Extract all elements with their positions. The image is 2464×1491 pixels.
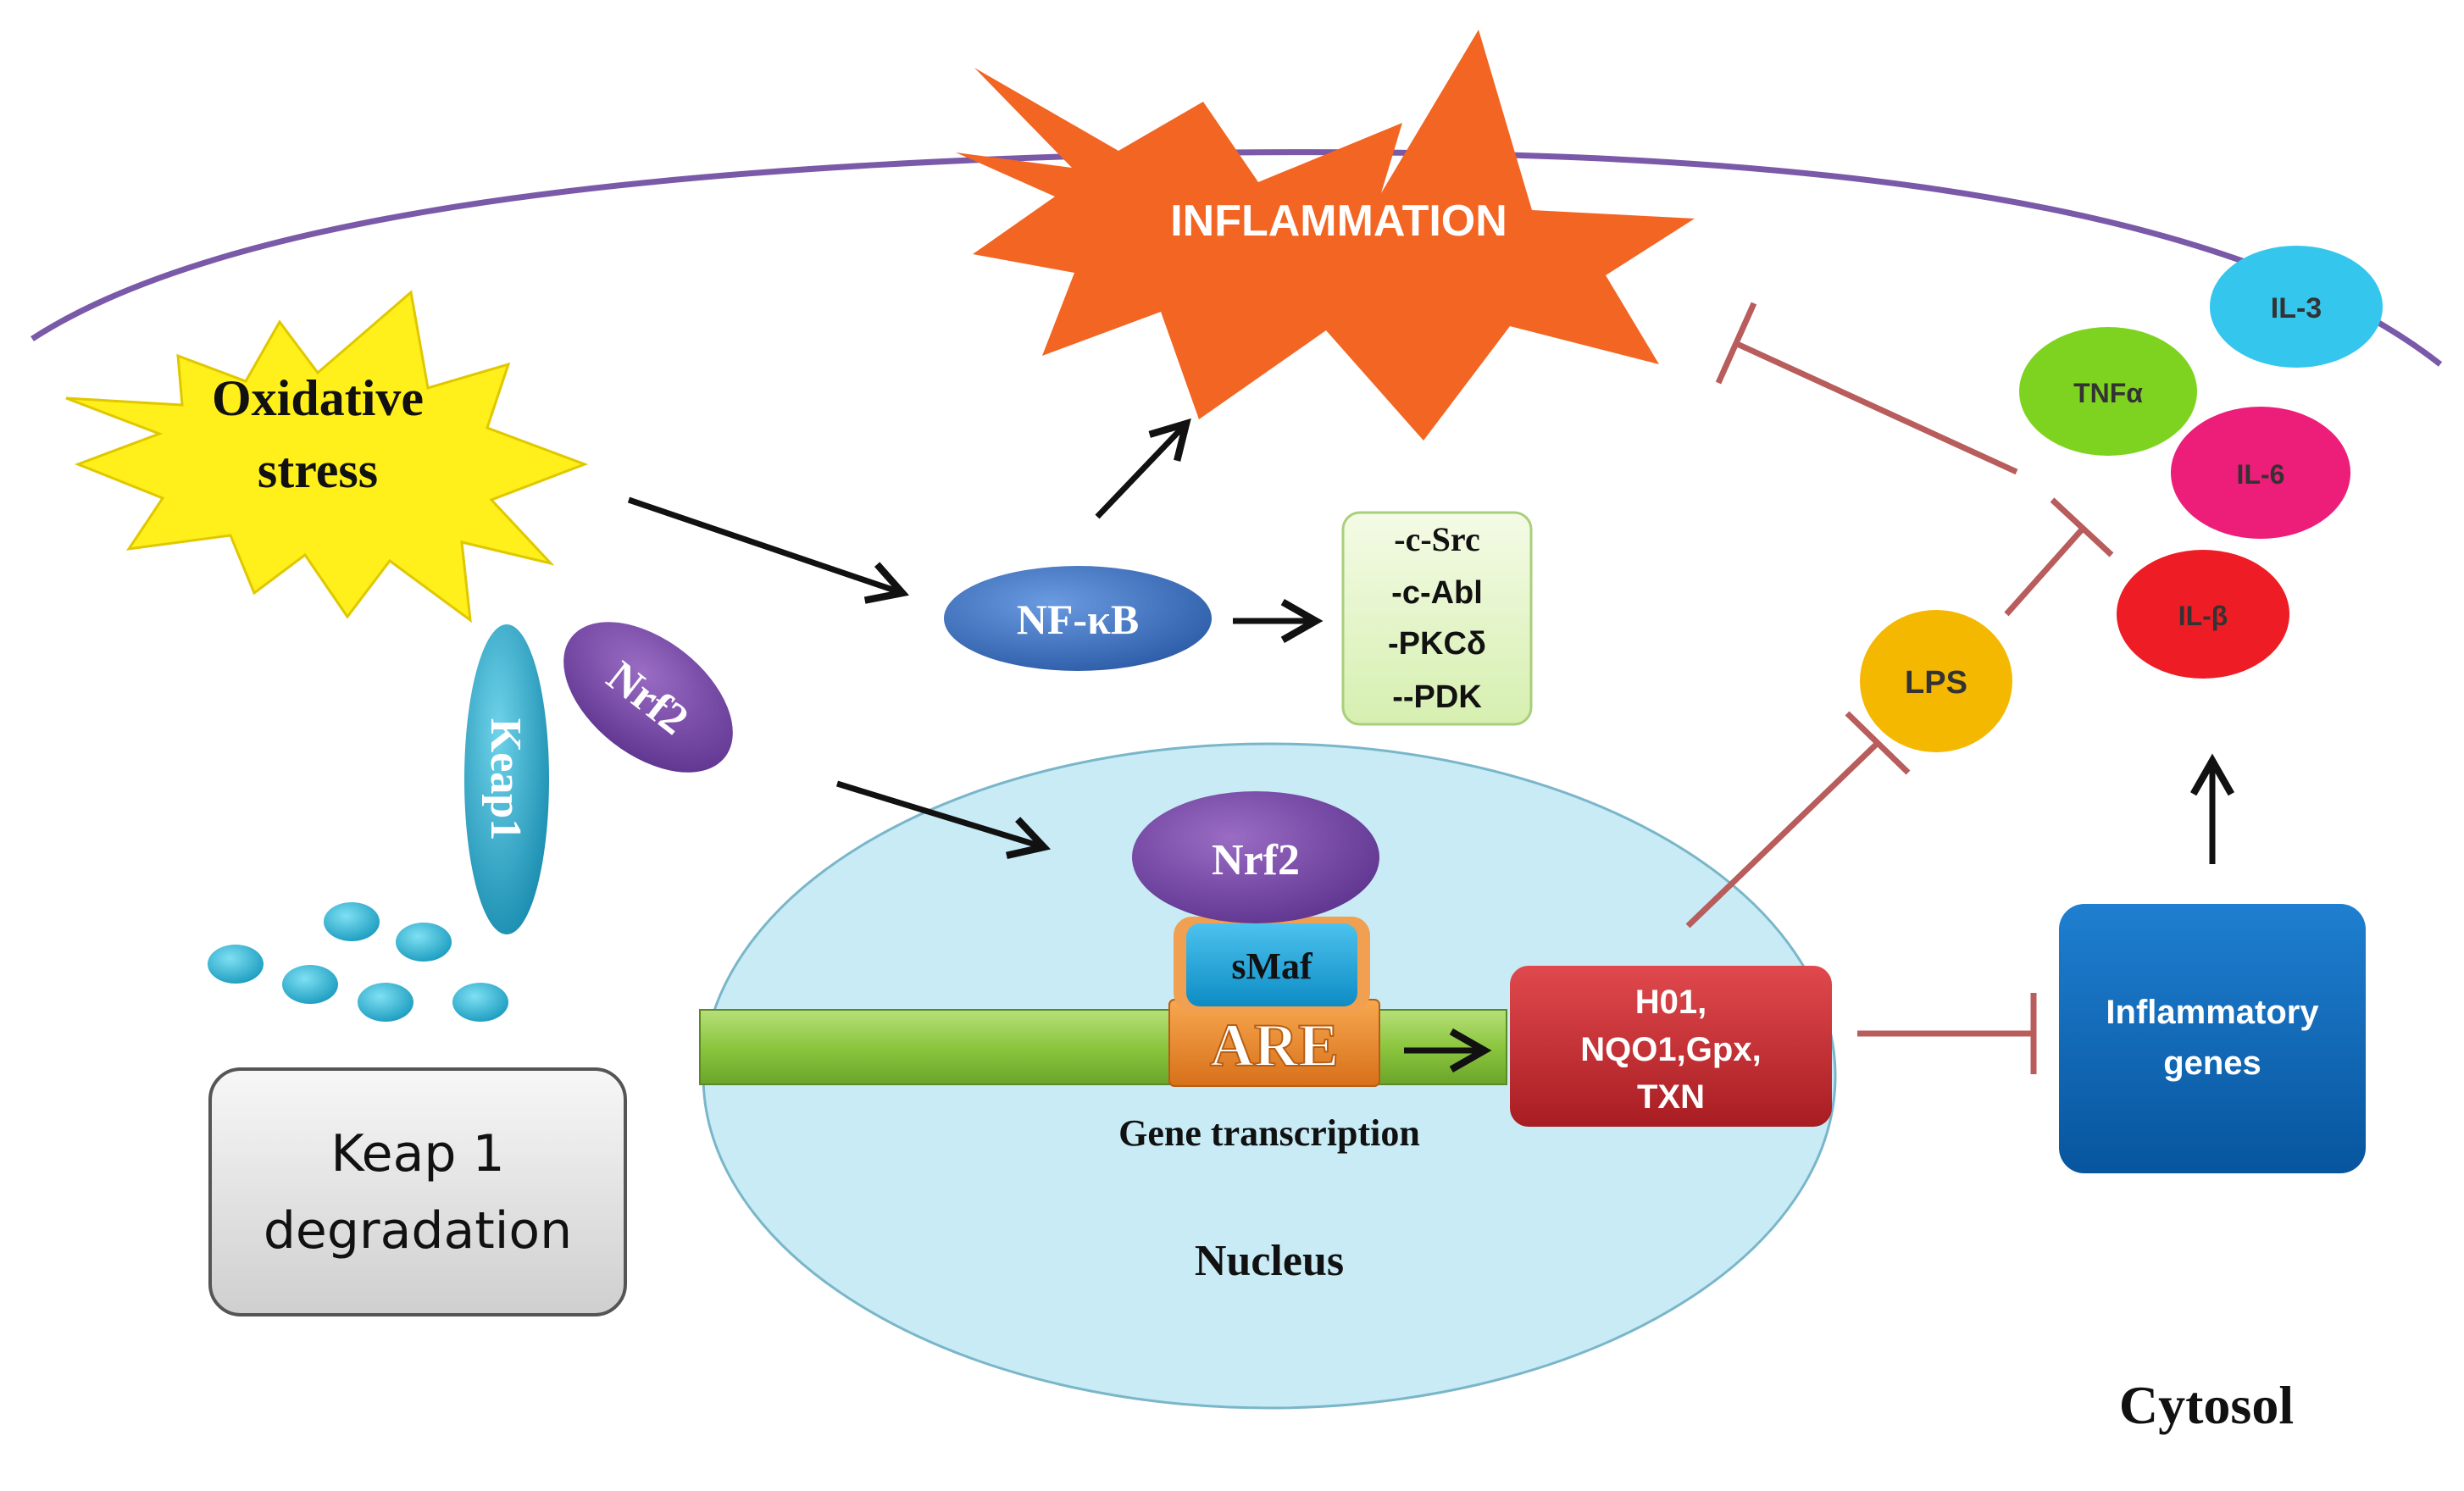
kinase-item-c-abl: -c-Abl — [1391, 575, 1483, 611]
target-genes-line3: TXN — [1637, 1078, 1705, 1116]
nrf2-nucleus-ellipse — [1132, 791, 1379, 923]
il6-circle — [2171, 407, 2350, 539]
tnfa-label: TNFα — [2073, 378, 2143, 408]
keap1-degradation-line1: Keap 1 — [330, 1124, 504, 1183]
inhibit-lps-cytokines-bar — [2050, 497, 2114, 557]
are-label: ARE — [1210, 1012, 1339, 1079]
fragment — [396, 923, 452, 962]
dna-strand — [699, 1009, 1507, 1085]
arrow-oxidative-to-nfkb — [627, 496, 910, 604]
oxidative-stress-label-line2: stress — [258, 442, 378, 498]
fragment — [452, 983, 508, 1022]
inflammatory-genes-box — [2059, 904, 2366, 1173]
gene-transcription-label: Gene transcription — [1118, 1112, 1420, 1154]
oxidative-stress-burst — [65, 290, 589, 624]
inhibition-lines — [1685, 302, 2114, 1074]
tnfa-circle — [2019, 327, 2197, 456]
kinase-item-c-src: -c-Src — [1394, 520, 1479, 558]
il6-label: IL-6 — [2237, 459, 2285, 490]
inhibit-targets-lps — [1685, 741, 1879, 928]
arrow-nfkb-to-inflammation — [1095, 418, 1191, 519]
inhibit-lps-cytokines — [2004, 526, 2085, 617]
inflammation-label: INFLAMMATION — [1170, 197, 1507, 246]
inhibit-cytokines-inflammation-bar — [1715, 302, 1757, 385]
smaf-box — [1186, 923, 1357, 1006]
fragment — [324, 902, 380, 941]
nfkb-label: NF-κB — [1017, 596, 1139, 643]
nfkb-ellipse — [944, 566, 1212, 671]
target-genes-box — [1510, 966, 1832, 1127]
inflammation-burst — [956, 30, 1695, 441]
keap1-degradation-line2: degradation — [264, 1201, 572, 1261]
inflammatory-genes-line2: genes — [2163, 1045, 2261, 1082]
arrow-nrf2-to-nucleus — [835, 780, 1052, 859]
inhibit-targets-lps-bar — [1845, 711, 1911, 775]
target-genes-line2: NQO1,Gpx, — [1580, 1031, 1761, 1068]
kinase-box — [1341, 511, 1533, 726]
nrf2-cytosol-ellipse — [563, 622, 733, 773]
lps-label: LPS — [1905, 665, 1967, 701]
smaf-label: sMaf — [1231, 945, 1313, 987]
target-genes-line1: H01, — [1635, 984, 1707, 1021]
il3-circle — [2210, 246, 2383, 368]
ilb-label: IL-β — [2178, 601, 2228, 631]
fragment — [208, 945, 264, 984]
cytosol-label: Cytosol — [2119, 1375, 2294, 1435]
nucleus-label: Nucleus — [1195, 1237, 1344, 1285]
nrf2-nucleus-label: Nrf2 — [1212, 836, 1300, 884]
keap1-degradation-box — [208, 1067, 627, 1316]
inhibit-cytokines-inflammation — [1734, 340, 2018, 475]
ilb-circle — [2117, 550, 2289, 679]
keap1-label: Keap1 — [481, 718, 530, 840]
fragment — [282, 965, 338, 1004]
inflammatory-genes-line1: Inflammatory — [2106, 994, 2319, 1031]
kinase-item-pdk: --PDK — [1392, 679, 1482, 715]
keap1-ellipse — [464, 624, 549, 934]
il3-label: IL-3 — [2271, 292, 2322, 324]
oxidative-stress-label-line1: Oxidative — [212, 370, 424, 426]
keap1-fragments — [208, 902, 508, 1022]
kinase-item-pkcd: -PKCδ — [1388, 626, 1486, 662]
lps-circle — [1860, 610, 2012, 752]
activation-arrows — [627, 418, 2235, 1073]
fragment — [358, 983, 413, 1022]
